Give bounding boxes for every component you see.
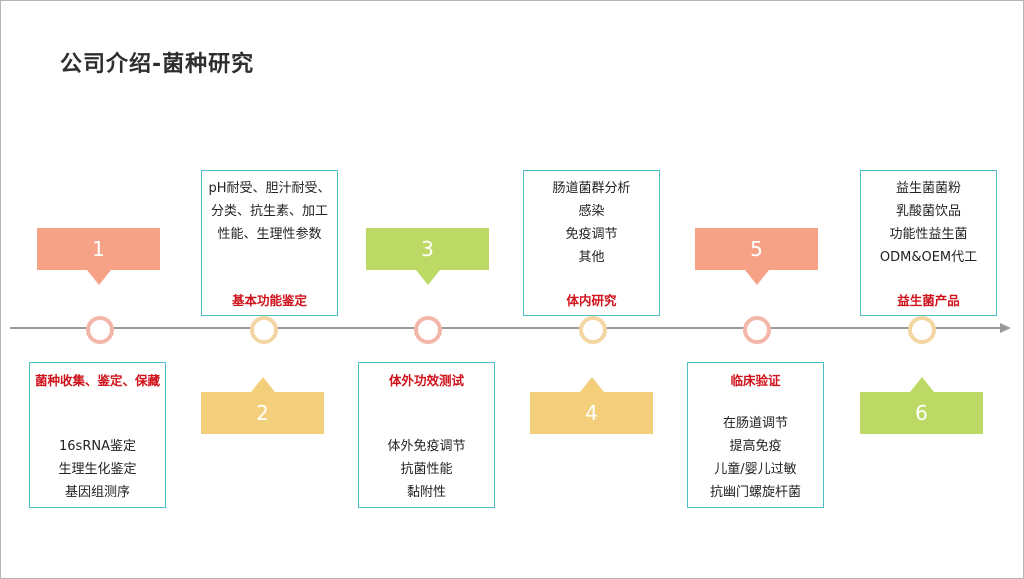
spacer [861,269,996,289]
step-detail: 在肠道调节 [722,416,788,431]
step-box-3: 体外功效测试 体外免疫调节 抗菌性能 黏附性 [358,362,495,508]
step-heading-5: 临床验证 [730,373,781,388]
pointer-down-icon [415,270,440,285]
step-number-6: 6 [915,401,928,425]
step-detail: 乳酸菌饮品 [895,204,961,219]
spacer [202,246,337,289]
step-detail: 免疫调节 [565,227,618,242]
step-detail: 其他 [578,250,605,265]
timeline-node-6 [908,316,936,344]
step-number-1: 1 [92,237,105,261]
step-detail: 抗幽门螺旋杆菌 [709,485,801,500]
step-detail: 分类、抗生素、加工 [210,204,328,219]
step-detail: 儿童/婴儿过敏 [714,462,797,477]
step-heading-4: 体内研究 [566,293,617,308]
step-detail: 提高免疫 [729,439,782,454]
step-heading-2: 基本功能鉴定 [231,293,307,308]
pointer-down-icon [744,270,769,285]
step-detail: 性能、生理性参数 [217,227,322,242]
step-number-2: 2 [256,401,269,425]
spacer [359,392,494,435]
step-detail: pH耐受、胆汁耐受、 [208,181,331,196]
slide-title: 公司介绍-菌种研究 [60,52,255,77]
timeline-node-5 [743,316,771,344]
step-marker-6: 6 [860,377,983,434]
timeline-node-4 [579,316,607,344]
step-number-4: 4 [585,401,598,425]
step-detail: 16sRNA鉴定 [59,439,136,454]
step-box-6: 益生菌菌粉 乳酸菌饮品 功能性益生菌 ODM&OEM代工 益生菌产品 [860,170,997,316]
step-detail: ODM&OEM代工 [879,250,978,265]
step-box-1: 菌种收集、鉴定、保藏 16sRNA鉴定 生理生化鉴定 基因组测序 [29,362,166,508]
timeline-node-1 [86,316,114,344]
timeline-arrow-icon [1000,323,1011,333]
spacer [30,392,165,435]
step-detail: 体外免疫调节 [387,439,466,454]
step-detail: 抗菌性能 [400,462,453,477]
pointer-up-icon [909,377,934,392]
step-box-4: 肠道菌群分析 感染 免疫调节 其他 体内研究 [523,170,660,316]
step-heading-6: 益生菌产品 [897,293,960,308]
step-detail: 感染 [578,204,605,219]
step-detail: 基因组测序 [64,485,130,500]
pointer-up-icon [579,377,604,392]
timeline-node-3 [414,316,442,344]
step-marker-1: 1 [37,228,160,285]
step-detail: 黏附性 [406,485,446,500]
step-heading-1: 菌种收集、鉴定、保藏 [34,373,160,388]
step-detail: 肠道菌群分析 [552,181,631,196]
step-marker-3: 3 [366,228,489,285]
spacer [524,269,659,289]
step-detail: 益生菌菌粉 [895,181,961,196]
step-heading-3: 体外功效测试 [388,373,464,388]
step-box-2: pH耐受、胆汁耐受、 分类、抗生素、加工 性能、生理性参数 基本功能鉴定 [201,170,338,316]
pointer-up-icon [250,377,275,392]
timeline-node-2 [250,316,278,344]
spacer [688,392,823,412]
step-marker-5: 5 [695,228,818,285]
pointer-down-icon [86,270,111,285]
step-number-5: 5 [750,237,763,261]
step-marker-4: 4 [530,377,653,434]
step-detail: 功能性益生菌 [889,227,968,242]
step-box-5: 临床验证 在肠道调节 提高免疫 儿童/婴儿过敏 抗幽门螺旋杆菌 [687,362,824,508]
step-detail: 生理生化鉴定 [58,462,137,477]
step-number-3: 3 [421,237,434,261]
timeline-axis [10,327,1002,329]
step-marker-2: 2 [201,377,324,434]
